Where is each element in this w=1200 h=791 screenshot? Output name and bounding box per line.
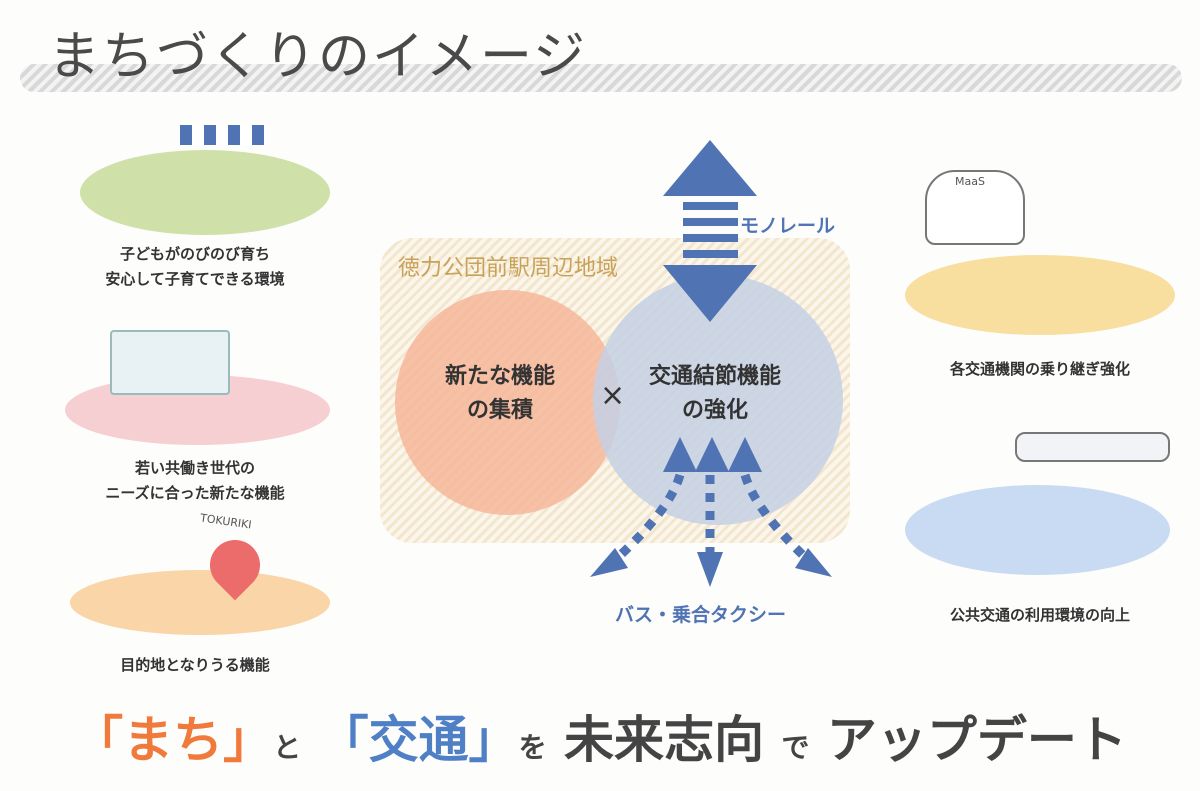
monorail-train [1015,432,1170,462]
region-label: 徳力公団前駅周辺地域 [398,256,619,281]
caption-line: 若い共働き世代の [134,459,255,477]
caption-line: ニーズに合った新たな機能 [105,484,285,502]
caption-destination: 目的地となりうる機能 [60,653,330,678]
circle-line: 交通結節機能 [648,364,781,389]
bus-taxi-label: バス・乗合タクシー [615,604,787,626]
illustration-public-transport [905,485,1170,575]
monorail-bar [683,250,738,258]
new-functions-circle [395,290,620,515]
tagline-de: で [781,731,810,764]
bus-down-left-arrow-icon [590,548,628,577]
bus-up-arrow-icon [695,437,729,472]
illustration-kids-park [80,150,330,235]
bus-down-right-arrow-icon [795,548,832,577]
monorail-label: モノレール [740,215,836,237]
maas-text: MaaS [955,175,985,188]
office-desk [110,330,230,395]
illustration-destination [70,570,330,635]
bus-up-arrow-icon [663,437,697,472]
caption-line: 公共交通の利用環境の向上 [949,606,1130,624]
shop-awning [180,125,270,145]
monorail-bar [683,202,738,210]
circle-line: の強化 [681,398,748,423]
caption-line: 安心して子育てできる環境 [105,270,285,288]
page-title: まちづくりのイメージ [48,27,587,87]
tagline-machi: 「まち」 [73,711,274,769]
tagline: 「まち」と 「交通」を 未来志向 で アップデート [0,700,1200,772]
caption-kids: 子どもがのびのび育ち 安心して子育てできる環境 [60,242,330,292]
bus-down-arrow-icon [697,552,723,587]
monorail-down-arrow-icon [663,265,757,322]
illustration-maas [905,255,1175,335]
dotted-path [740,473,812,564]
transport-node-circle [593,275,843,525]
dotted-path [611,473,685,564]
transport-node-text: 交通結節機能 の強化 [630,360,800,428]
caption-public-transport: 公共交通の利用環境の向上 [905,603,1175,628]
times-symbol: × [600,378,626,413]
title-band [20,64,1182,92]
tagline-kotsu: 「交通」 [318,711,519,769]
monorail-up-arrow-icon [663,140,757,196]
caption-line: 子どもがのびのび育ち [119,245,270,263]
bus-up-arrow-icon [728,437,762,472]
tagline-future: 未来志向 [564,711,764,769]
caption-line: 各交通機関の乗り継ぎ強化 [949,360,1130,378]
caption-maas: 各交通機関の乗り継ぎ強化 [905,357,1175,382]
circle-line: 新たな機能 [444,364,555,389]
tagline-wo: を [518,731,547,764]
monorail-bar [683,234,738,242]
caption-line: 目的地となりうる機能 [120,656,270,674]
circle-line: の集積 [466,398,533,423]
smartphone-maas [925,170,1025,245]
caption-workers: 若い共働き世代の ニーズに合った新たな機能 [60,456,330,506]
monorail-bar [683,218,738,226]
tagline-update: アップデート [826,711,1127,769]
tagline-to: と [273,731,302,764]
new-functions-text: 新たな機能 の集積 [415,360,585,428]
